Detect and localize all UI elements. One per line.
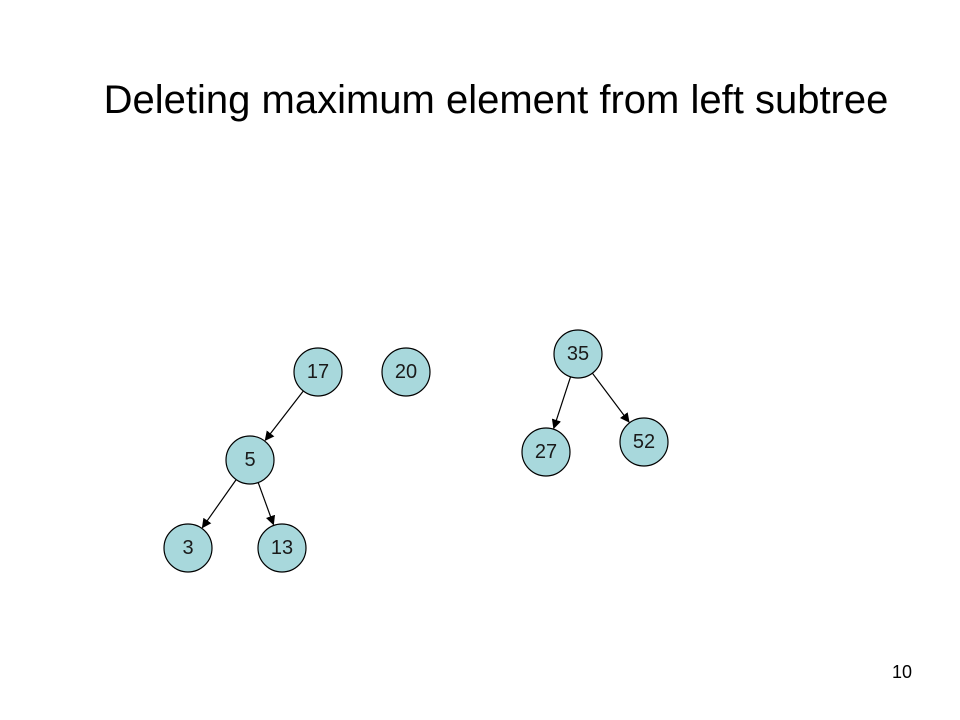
edge-n5-n13: [257, 482, 276, 526]
node-label: 20: [395, 361, 417, 383]
tree-node-20: 20: [381, 347, 431, 397]
node-label: 17: [307, 361, 329, 383]
tree-node-52: 52: [619, 417, 669, 467]
edges-layer: [201, 372, 630, 529]
page-number: 10: [891, 662, 912, 682]
node-circle: [521, 427, 571, 477]
node-label: 5: [244, 449, 255, 471]
edge-n5-n3: [201, 479, 237, 529]
tree-node-27: 27: [521, 427, 571, 477]
node-label: 35: [567, 343, 589, 365]
nodes-layer: 17 20 5 3 13 35 27 52: [163, 329, 669, 573]
tree-node-35: 35: [553, 329, 603, 379]
node-label: 3: [182, 537, 193, 559]
slide-title: Deleting maximum element from left subtr…: [103, 78, 889, 122]
tree-node-5: 5: [225, 435, 275, 485]
node-circle: [225, 435, 275, 485]
node-circle: [381, 347, 431, 397]
edge-n35-n52: [591, 372, 630, 423]
edge-n35-n27: [551, 376, 572, 430]
tree-node-13: 13: [257, 523, 307, 573]
node-circle: [619, 417, 669, 467]
tree-node-17: 17: [293, 347, 343, 397]
node-label: 52: [633, 431, 655, 453]
node-circle: [163, 523, 213, 573]
node-label: 27: [535, 441, 557, 463]
node-circle: [293, 347, 343, 397]
edge-n17-n5: [264, 390, 304, 441]
node-circle: [553, 329, 603, 379]
node-label: 13: [271, 537, 293, 559]
node-circle: [257, 523, 307, 573]
tree-node-3: 3: [163, 523, 213, 573]
